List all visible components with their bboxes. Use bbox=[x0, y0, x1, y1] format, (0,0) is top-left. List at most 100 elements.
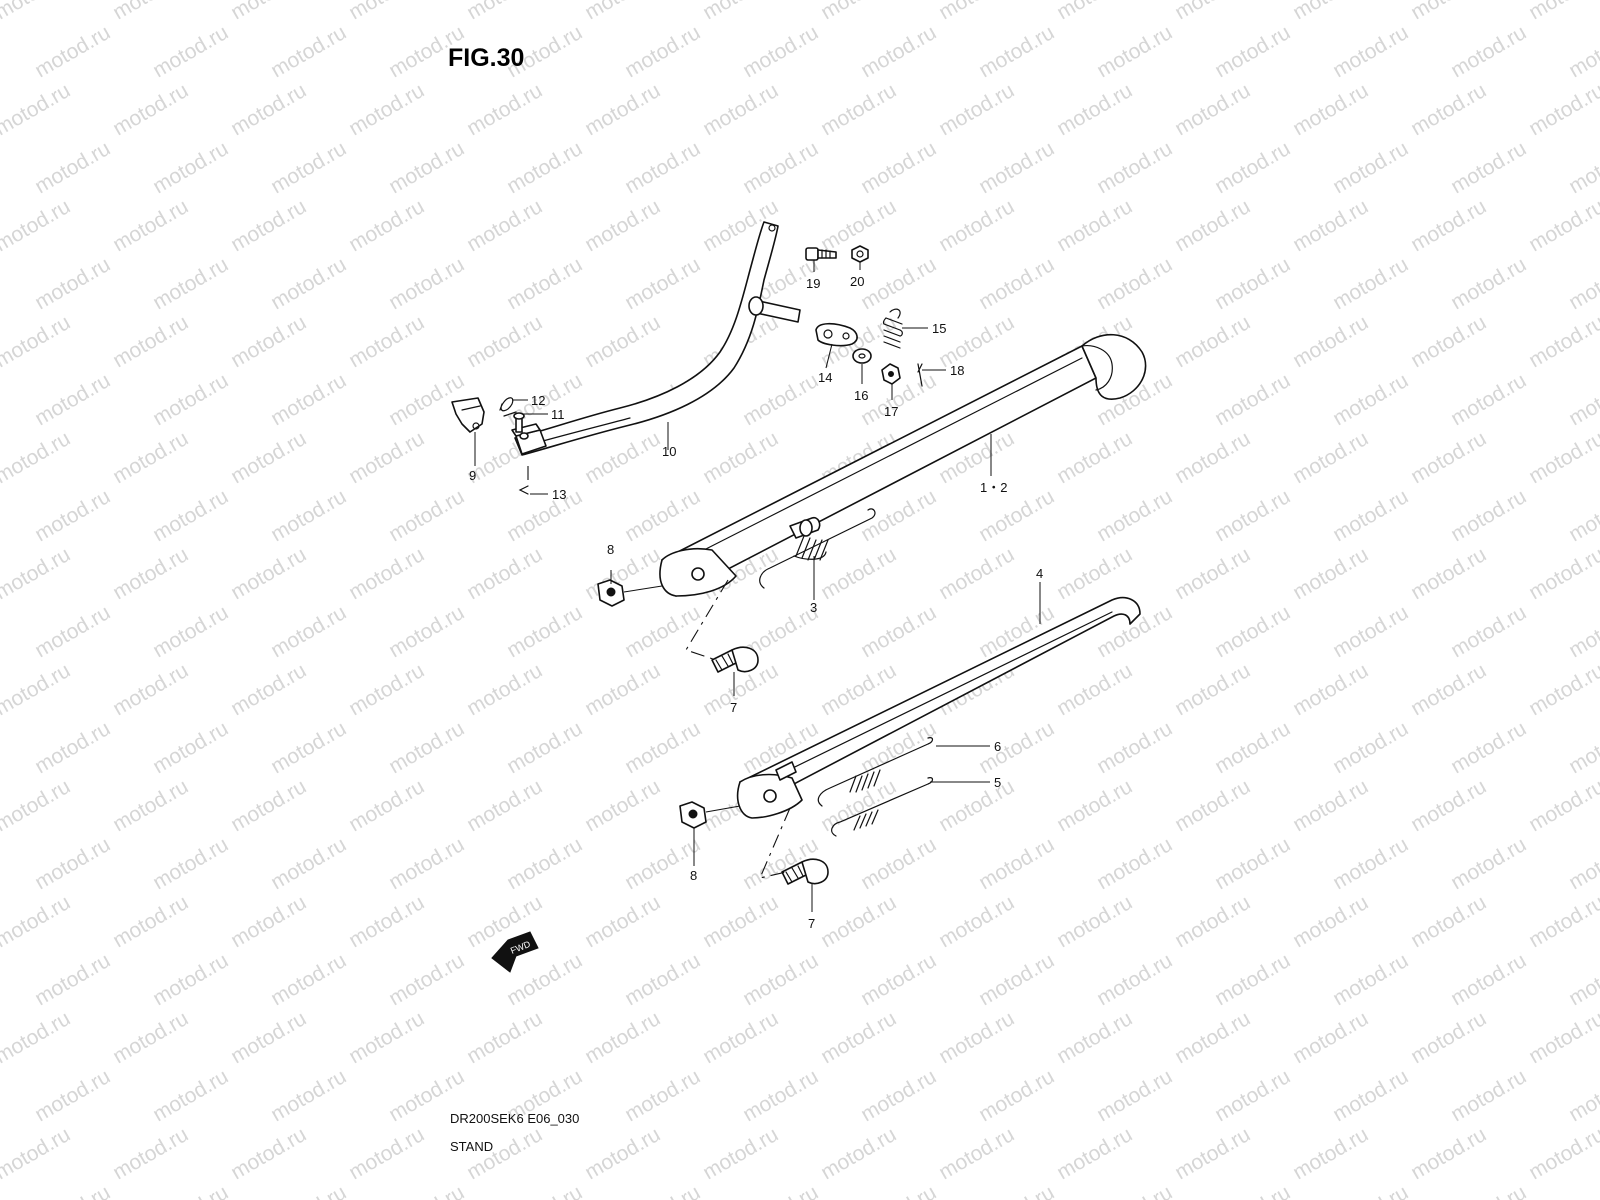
nut-17-part[interactable] bbox=[881, 363, 901, 385]
watermark-text: motod.ru bbox=[1171, 195, 1254, 256]
watermark-text: motod.ru bbox=[1525, 427, 1600, 488]
watermark-text: motod.ru bbox=[975, 1065, 1058, 1126]
watermark-text: motod.ru bbox=[109, 543, 192, 604]
watermark-text: motod.ru bbox=[1447, 717, 1530, 778]
watermark-text: motod.ru bbox=[463, 543, 546, 604]
watermark-text: motod.ru bbox=[1407, 1007, 1490, 1068]
brake-pedal-part[interactable] bbox=[511, 221, 801, 456]
bolt-19-part[interactable] bbox=[805, 247, 837, 261]
callout-1-2[interactable]: 1・2 bbox=[980, 480, 1007, 495]
watermark-text: motod.ru bbox=[0, 891, 74, 952]
callout-15[interactable]: 15 bbox=[932, 321, 946, 336]
watermark-text: motod.ru bbox=[935, 195, 1018, 256]
watermark-text: motod.ru bbox=[1053, 659, 1136, 720]
spring-5-part[interactable] bbox=[831, 777, 934, 837]
watermark-text: motod.ru bbox=[109, 1123, 192, 1184]
watermark-text: motod.ru bbox=[975, 949, 1058, 1010]
watermark-text: motod.ru bbox=[1211, 1181, 1294, 1200]
clip-part[interactable] bbox=[499, 397, 517, 417]
watermark-text: motod.ru bbox=[267, 369, 350, 430]
pin-part[interactable] bbox=[513, 412, 525, 433]
watermark-text: motod.ru bbox=[699, 79, 782, 140]
side-stand-part[interactable] bbox=[659, 333, 1147, 597]
callout-13[interactable]: 13 bbox=[552, 487, 566, 502]
spring-3-part[interactable] bbox=[759, 508, 876, 589]
watermark-text: motod.ru bbox=[581, 427, 664, 488]
watermark-text: motod.ru bbox=[345, 195, 428, 256]
callout-12[interactable]: 12 bbox=[531, 393, 545, 408]
watermark-text: motod.ru bbox=[149, 1065, 232, 1126]
watermark-text: motod.ru bbox=[227, 1123, 310, 1184]
callout-8-lower[interactable]: 8 bbox=[690, 868, 697, 883]
callout-3[interactable]: 3 bbox=[810, 600, 817, 615]
nut-20-part[interactable] bbox=[851, 245, 869, 263]
clevis-part[interactable] bbox=[451, 397, 485, 433]
watermark-text: motod.ru bbox=[1447, 485, 1530, 546]
watermark-text: motod.ru bbox=[267, 1065, 350, 1126]
stand-4-part[interactable] bbox=[736, 596, 1141, 819]
callout-19[interactable]: 19 bbox=[806, 276, 820, 291]
watermark-text: motod.ru bbox=[1407, 427, 1490, 488]
cotter-pin-part[interactable] bbox=[518, 466, 529, 495]
nut-8-upper-part[interactable] bbox=[597, 579, 625, 607]
watermark-text: motod.ru bbox=[31, 369, 114, 430]
callout-8-upper[interactable]: 8 bbox=[607, 542, 614, 557]
watermark-text: motod.ru bbox=[1289, 311, 1372, 372]
callout-7-upper[interactable]: 7 bbox=[730, 700, 737, 715]
watermark-text: motod.ru bbox=[149, 717, 232, 778]
watermark-text: motod.ru bbox=[0, 195, 74, 256]
watermark-text: motod.ru bbox=[385, 833, 468, 894]
watermark-text: motod.ru bbox=[739, 1181, 822, 1200]
watermark-text: motod.ru bbox=[463, 0, 546, 24]
watermark-text: motod.ru bbox=[0, 79, 74, 140]
callout-17[interactable]: 17 bbox=[884, 404, 898, 419]
watermark-text: motod.ru bbox=[857, 21, 940, 82]
bolt-7-upper-part[interactable] bbox=[711, 646, 759, 673]
callout-5[interactable]: 5 bbox=[994, 775, 1001, 790]
watermark-text: motod.ru bbox=[739, 369, 822, 430]
watermark-text: motod.ru bbox=[1329, 949, 1412, 1010]
fwd-arrow-icon: FWD bbox=[491, 931, 539, 973]
watermark-text: motod.ru bbox=[975, 1181, 1058, 1200]
watermark-text: motod.ru bbox=[1211, 369, 1294, 430]
watermark-text: motod.ru bbox=[817, 891, 900, 952]
callout-11[interactable]: 11 bbox=[551, 407, 565, 422]
watermark-text: motod.ru bbox=[857, 1181, 940, 1200]
watermark-text: motod.ru bbox=[1289, 1123, 1372, 1184]
plate-14-part[interactable] bbox=[815, 322, 858, 347]
watermark-text: motod.ru bbox=[1447, 253, 1530, 314]
callout-7-lower[interactable]: 7 bbox=[808, 916, 815, 931]
watermark-text: motod.ru bbox=[1289, 427, 1372, 488]
watermark-text: motod.ru bbox=[463, 195, 546, 256]
watermark-text: motod.ru bbox=[1525, 1007, 1600, 1068]
callout-10[interactable]: 10 bbox=[662, 444, 676, 459]
watermark-text: motod.ru bbox=[621, 833, 704, 894]
watermark-text: motod.ru bbox=[1093, 717, 1176, 778]
callout-18[interactable]: 18 bbox=[950, 363, 964, 378]
spring-6-part[interactable] bbox=[817, 737, 934, 807]
callout-16[interactable]: 16 bbox=[854, 388, 868, 403]
watermark-text: motod.ru bbox=[1289, 891, 1372, 952]
watermark-text: motod.ru bbox=[267, 949, 350, 1010]
washer-16-part[interactable] bbox=[852, 348, 872, 364]
watermark-text: motod.ru bbox=[1525, 311, 1600, 372]
watermark-text: motod.ru bbox=[1289, 775, 1372, 836]
watermark-text: motod.ru bbox=[345, 1007, 428, 1068]
watermark-text: motod.ru bbox=[739, 21, 822, 82]
spring-15-part[interactable] bbox=[882, 308, 903, 349]
watermark-text: motod.ru bbox=[345, 891, 428, 952]
cotter-pin-18-part[interactable] bbox=[917, 363, 923, 387]
nut-8-lower-part[interactable] bbox=[679, 801, 707, 829]
callout-14[interactable]: 14 bbox=[818, 370, 832, 385]
bolt-7-lower-part[interactable] bbox=[781, 858, 829, 885]
callout-9[interactable]: 9 bbox=[469, 468, 476, 483]
callout-6[interactable]: 6 bbox=[994, 739, 1001, 754]
callout-4[interactable]: 4 bbox=[1036, 566, 1043, 581]
watermark-text: motod.ru bbox=[621, 717, 704, 778]
watermark-text: motod.ru bbox=[581, 1123, 664, 1184]
watermark-text: motod.ru bbox=[345, 775, 428, 836]
watermark-text: motod.ru bbox=[385, 717, 468, 778]
callout-20[interactable]: 20 bbox=[850, 274, 864, 289]
watermark-text: motod.ru bbox=[1329, 21, 1412, 82]
